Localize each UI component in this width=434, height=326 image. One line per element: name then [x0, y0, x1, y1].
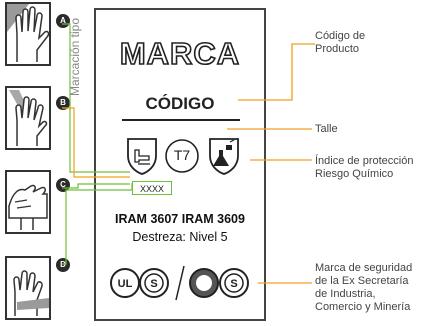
lot-box: XXXX: [132, 181, 172, 195]
size-text: T7: [173, 147, 191, 163]
callout-safety-line4: Comercio y Minería: [315, 301, 411, 313]
callout-product-code-line1: Código de: [315, 30, 366, 42]
seal-divider: [174, 264, 186, 307]
glove-step-b-image: [5, 86, 51, 150]
svg-text:UL: UL: [118, 278, 133, 290]
standards-text: IRAM 3607 IRAM 3609: [115, 212, 245, 226]
chemical-hazard-icon: [206, 136, 242, 181]
callout-protection-line1: Índice de protección: [315, 155, 414, 167]
side-caption: Marcación tipo: [68, 17, 82, 96]
callout-size-line1: Talle: [315, 123, 338, 135]
callout-safety-line1: Marca de seguridad: [315, 262, 413, 274]
callout-size: Talle: [315, 123, 338, 136]
callout-product-code: Código de Producto: [315, 30, 365, 56]
glove-step-d-image: [5, 256, 51, 320]
brand-text: MARCA: [119, 35, 241, 72]
glove-step-c-image: [5, 170, 51, 234]
callout-protection-line2: Riesgo Químico: [315, 168, 394, 180]
step-c-badge: C: [56, 178, 70, 192]
callout-safety-line2: de la Ex Secretaría: [315, 275, 409, 287]
step-b-badge: B: [56, 96, 70, 110]
size-circle: T7: [164, 138, 200, 174]
callout-safety-line3: de Industria,: [315, 288, 376, 300]
glove-step-a-image: [5, 2, 51, 66]
svg-text:S: S: [230, 278, 237, 290]
callout-protection: Índice de protección Riesgo Químico: [315, 155, 413, 181]
callout-product-code-line2: Producto: [315, 43, 360, 55]
step-d-badge: D: [56, 258, 70, 272]
ul-seal-icon: UL S: [110, 265, 172, 306]
code-text: CÓDIGO: [145, 94, 215, 113]
iram-seal-icon: S: [188, 265, 252, 306]
code-underline: [122, 119, 240, 121]
glove-pictogram-icon: [124, 136, 160, 181]
label-card: MARCA CÓDIGO T7 XXXX IRAM 3607 IRAM 3609…: [94, 8, 266, 321]
callout-safety-mark: Marca de seguridad de la Ex Secretaría d…: [315, 262, 412, 314]
svg-text:S: S: [150, 278, 157, 290]
dexterity-text: Destreza: Nivel 5: [132, 230, 228, 244]
